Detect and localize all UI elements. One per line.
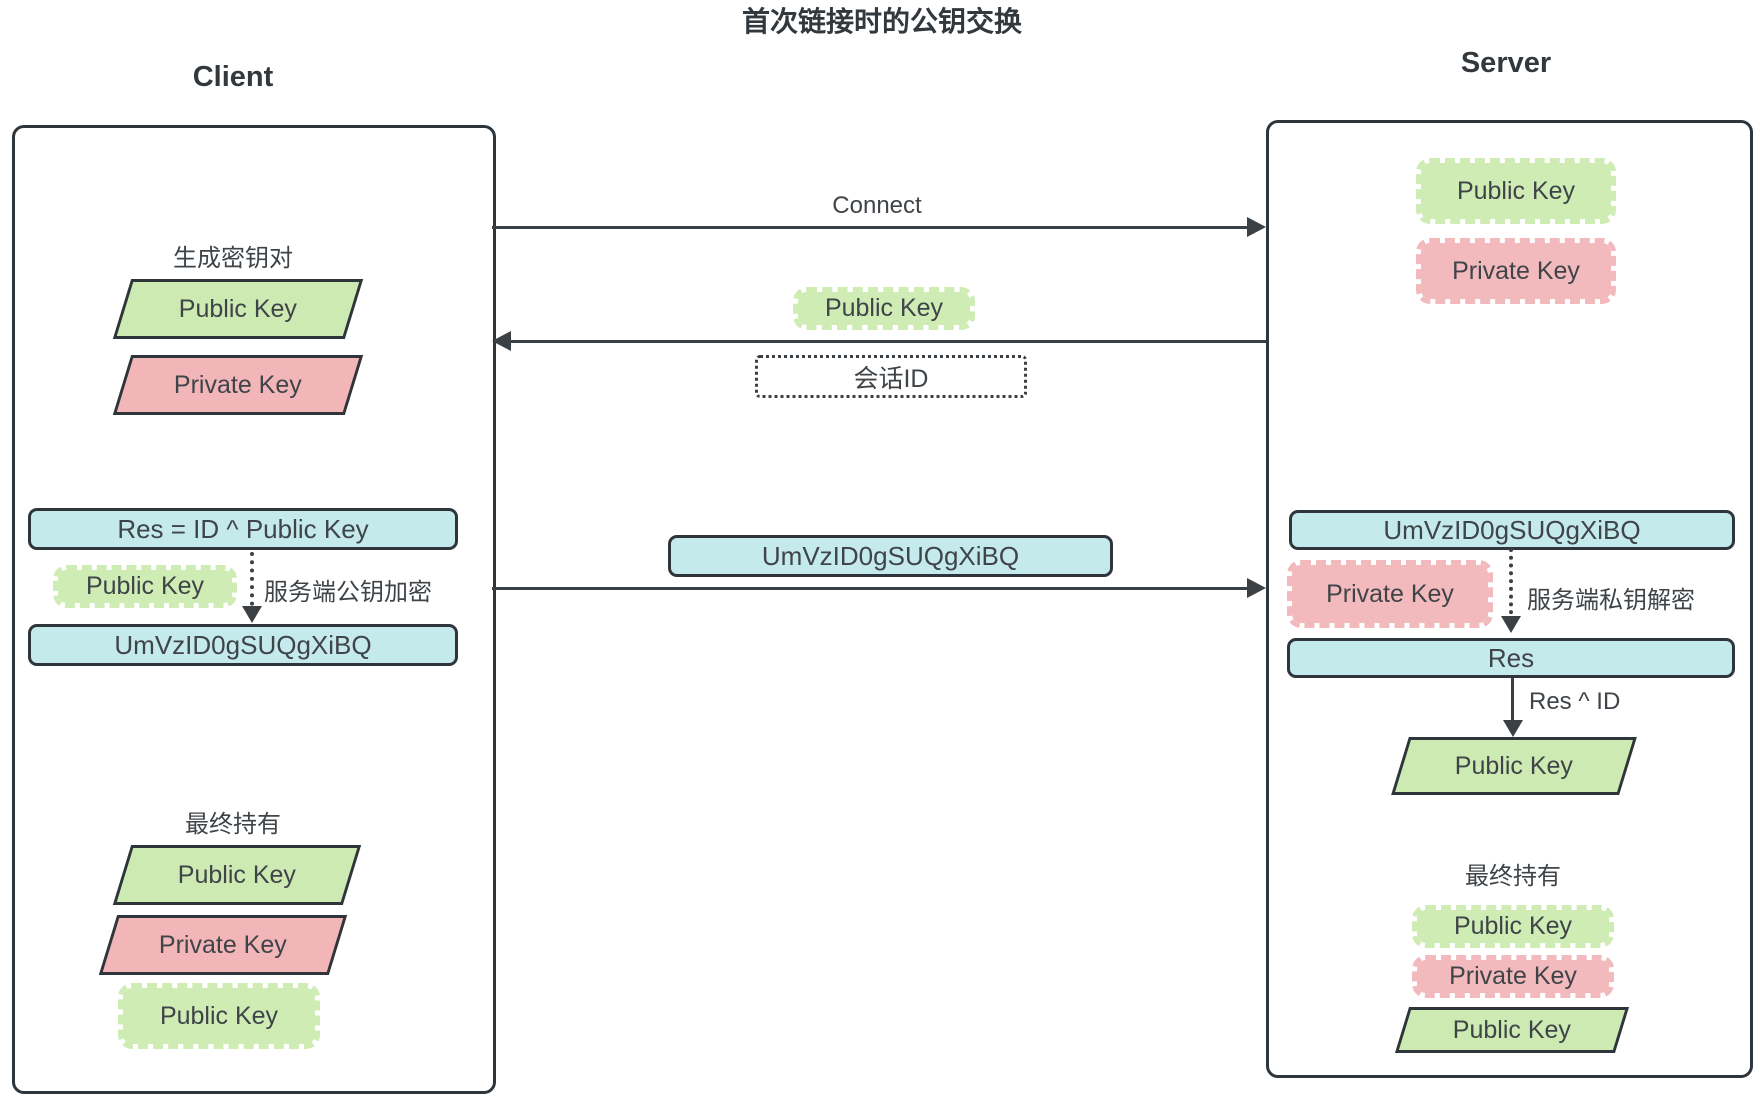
- client-encrypt-note: 服务端公钥加密: [264, 579, 432, 606]
- client-encrypt-arrowhead-icon: [242, 606, 262, 623]
- server-final-client-key-label: Public Key: [1452, 1015, 1572, 1044]
- session-id-box: 会话ID: [755, 355, 1027, 398]
- server-decrypt-arrowhead-icon: [1501, 616, 1521, 633]
- client-encrypted-result-box: UmVzID0gSUQgXiBQ: [28, 624, 458, 666]
- server-decrypted-result-box: Res: [1287, 638, 1735, 678]
- server-xor-arrow: [1511, 678, 1514, 724]
- connect-arrow: [492, 226, 1250, 229]
- client-private-key-label: Private Key: [174, 370, 302, 399]
- server-decrypt-arrow: [1509, 548, 1513, 622]
- client-final-label: 最终持有: [185, 810, 281, 838]
- server-recovered-key-label: Public Key: [1454, 751, 1574, 780]
- client-public-key-shape: Public Key: [112, 279, 364, 339]
- server-final-public-key-box: Public Key: [1412, 905, 1614, 948]
- connect-arrowhead-icon: [1247, 217, 1266, 237]
- encrypted-payload-arrowhead-icon: [1247, 578, 1266, 598]
- server-private-key-box: Private Key: [1416, 238, 1616, 304]
- connect-label: Connect: [832, 192, 922, 219]
- public-key-return-arrowhead-icon: [492, 331, 511, 351]
- server-recovered-key-shape: Public Key: [1391, 737, 1637, 795]
- client-final-private-key-shape: Private Key: [98, 915, 348, 975]
- client-final-public-key-label: Public Key: [177, 860, 297, 889]
- client-final-server-key-box: Public Key: [118, 983, 320, 1049]
- server-decrypt-key-box: Private Key: [1287, 560, 1493, 628]
- encrypted-payload-message-box: UmVzID0gSUQgXiBQ: [668, 535, 1113, 577]
- client-public-key-label: Public Key: [178, 294, 298, 323]
- client-encrypt-arrow: [250, 552, 254, 614]
- client-encrypt-key-box: Public Key: [53, 565, 237, 608]
- client-private-key-shape: Private Key: [112, 355, 364, 415]
- client-final-public-key-shape: Public Key: [112, 845, 362, 905]
- diagram-title: 首次链接时的公钥交换: [741, 6, 1022, 37]
- server-lane-label: Server: [1460, 46, 1552, 79]
- client-res-formula-box: Res = ID ^ Public Key: [28, 508, 458, 550]
- server-decrypt-note: 服务端私钥解密: [1527, 587, 1695, 614]
- server-xor-arrowhead-icon: [1503, 720, 1523, 737]
- client-lane-label: Client: [192, 60, 274, 93]
- server-final-client-key-shape: Public Key: [1394, 1007, 1630, 1053]
- server-public-key-box: Public Key: [1416, 158, 1616, 224]
- client-keygen-label: 生成密钥对: [173, 244, 293, 272]
- server-final-label: 最终持有: [1465, 862, 1561, 890]
- client-final-private-key-label: Private Key: [159, 930, 287, 959]
- server-public-key-message-box: Public Key: [793, 287, 975, 330]
- server-xor-note: Res ^ ID: [1529, 688, 1621, 715]
- encrypted-payload-arrow: [492, 587, 1250, 590]
- public-key-return-arrow: [508, 340, 1266, 343]
- server-received-payload-box: UmVzID0gSUQgXiBQ: [1289, 510, 1735, 550]
- server-final-private-key-box: Private Key: [1412, 955, 1614, 998]
